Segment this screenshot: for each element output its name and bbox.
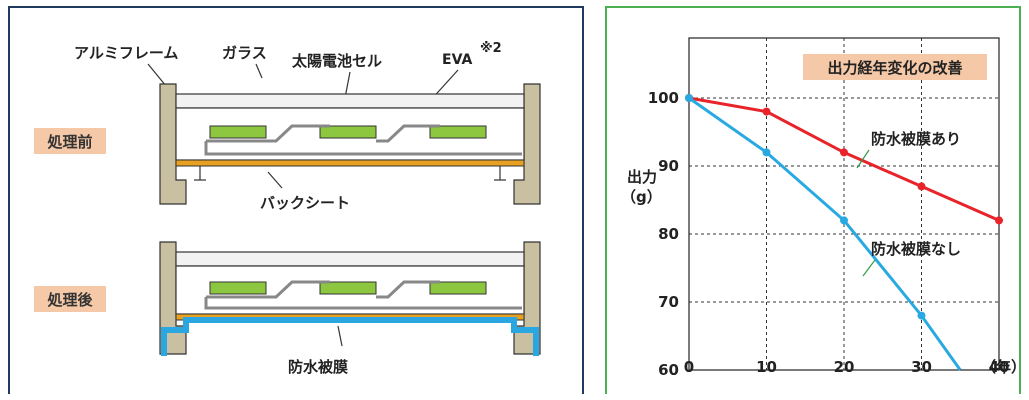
chart-title: 出力経年変化の改善 — [827, 59, 962, 77]
glass-before — [175, 93, 525, 109]
y-tick-label: 70 — [658, 293, 679, 311]
y-tick-label: 90 — [658, 157, 679, 175]
series-group — [685, 94, 1003, 371]
solar-cell-label: 太陽電池セル — [292, 52, 382, 70]
y-axis-label-line1: 出力 — [627, 168, 657, 186]
before-badge — [34, 128, 106, 154]
frame-right-before — [513, 83, 541, 205]
chart-title-box — [803, 54, 987, 80]
data-point — [917, 311, 926, 320]
aluminum-frame-label: アルミフレーム — [74, 44, 178, 62]
y-tick-label: 60 — [658, 361, 679, 379]
glass-label: ガラス — [222, 44, 267, 62]
waterproof-pointer — [337, 325, 343, 347]
note-mark: ※2 — [480, 41, 502, 56]
y-axis-label-line2: （g） — [621, 188, 662, 206]
eva-label: EVA — [442, 52, 472, 68]
cell-after-1 — [209, 281, 267, 295]
data-point — [840, 216, 848, 225]
y-tick-labels: 60 70 80 90 100 — [648, 89, 679, 379]
backsheet-before — [175, 159, 525, 167]
cell-after-2 — [319, 281, 377, 295]
cross-section-svg: アルミフレーム ガラス 太陽電池セル EVA ※2 処理前 バックシート 処理後 — [34, 41, 541, 376]
cell-before-3 — [429, 125, 487, 139]
cell-before-2 — [319, 125, 377, 139]
plot-frame — [688, 37, 1000, 371]
waterproof-label: 防水被膜 — [288, 358, 348, 376]
waterproof-coating — [161, 317, 539, 356]
wiring-before — [204, 124, 522, 156]
series-label-pointer — [862, 259, 876, 277]
frame-left-before — [159, 83, 187, 205]
x-tick-labels: 0 10 20 30 40 — [684, 358, 1010, 376]
series-label: 防水被膜あり — [871, 130, 961, 148]
data-point — [840, 148, 848, 157]
module-before — [159, 83, 541, 205]
cross-section-panel: アルミフレーム ガラス 太陽電池セル EVA ※2 処理前 バックシート 処理後 — [8, 6, 584, 394]
backsheet-pointer — [267, 171, 283, 189]
cell-before-1 — [209, 125, 267, 139]
glass-after — [175, 251, 525, 267]
frame-pointer — [147, 63, 167, 87]
data-point — [917, 182, 926, 191]
after-label: 処理後 — [46, 291, 93, 309]
series-label-pointer — [856, 149, 870, 169]
before-label: 処理前 — [46, 133, 92, 151]
series-label: 防水被膜なし — [871, 240, 961, 258]
x-tick-label: 30 — [911, 358, 932, 376]
x-tick-label: 10 — [756, 358, 777, 376]
x-tick-label: 20 — [834, 358, 855, 376]
x-tick-label: 40 — [989, 358, 1010, 376]
chart-panel: 60 70 80 90 100 0 10 20 30 40 防水被膜あり防水被膜なし 出力経年変… — [605, 6, 1026, 394]
glass-pointer — [255, 63, 263, 79]
module-after — [159, 241, 541, 356]
data-point — [762, 148, 771, 157]
data-point — [762, 107, 771, 116]
x-axis-label: （年） — [981, 358, 1019, 376]
x-tick-label: 0 — [684, 358, 694, 376]
data-point — [995, 216, 1003, 225]
y-tick-label: 100 — [648, 89, 679, 107]
after-badge — [34, 286, 106, 312]
cell-after-3 — [429, 281, 487, 295]
y-tick-label: 80 — [658, 225, 679, 243]
wiring-after — [204, 280, 522, 310]
backsheet-label: バックシート — [260, 194, 350, 212]
data-point — [685, 94, 693, 102]
chart-grid — [689, 38, 1000, 370]
